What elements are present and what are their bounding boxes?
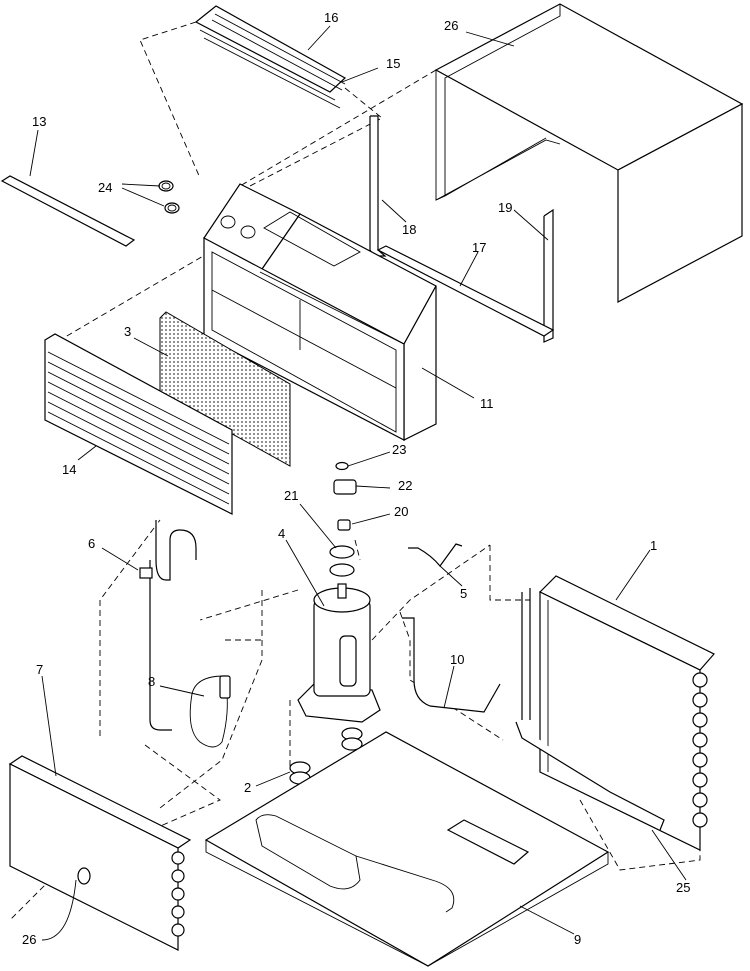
callout-23: 23: [392, 442, 406, 457]
callout-9: 9: [574, 932, 581, 947]
side-bracket-left-part: [369, 115, 387, 257]
callout-16: 16: [324, 10, 338, 25]
callout-6: 6: [88, 536, 95, 551]
discharge-tube-part: [408, 543, 463, 567]
callout-4: 4: [278, 526, 285, 541]
bottom-rail-part: [376, 245, 555, 337]
callout-17: 17: [472, 240, 486, 255]
evap-coil-bends: [171, 851, 185, 937]
callout-14: 14: [62, 462, 76, 477]
base-pan-part: [204, 731, 610, 967]
callout-19: 19: [498, 200, 512, 215]
callout-10: 10: [450, 652, 464, 667]
callout-13: 13: [32, 114, 46, 129]
callout-24: 24: [98, 180, 112, 195]
callout-22: 22: [398, 478, 412, 493]
callout-1: 1: [650, 538, 657, 553]
front-chassis-part: [203, 183, 437, 441]
callout-15: 15: [386, 56, 400, 71]
callout-labels: 16 15 26 13 24 18 19 17 3 11 14 23 22 21…: [22, 10, 690, 947]
callout-5: 5: [460, 586, 467, 601]
callout-11: 11: [480, 396, 494, 411]
top-rail-strips-part: [194, 5, 347, 109]
callout-20: 20: [394, 504, 408, 519]
drain-tube-part: [515, 721, 665, 831]
callout-18: 18: [402, 222, 416, 237]
assembly-guide-lines: [9, 21, 701, 921]
callout-21: 21: [284, 488, 298, 503]
sensor-wire-part: [189, 675, 231, 748]
callout-2: 2: [244, 780, 251, 795]
callout-26-top: 26: [444, 18, 458, 33]
evaporator-coil-part: [8, 755, 192, 951]
callout-7: 7: [36, 662, 43, 677]
callout-26-bottom: 26: [22, 932, 36, 947]
coil-bends: [692, 672, 708, 828]
side-bracket-right-part: [543, 208, 554, 343]
connecting-tube-part: [402, 617, 501, 713]
compressor-fittings-part: [329, 461, 357, 577]
control-knobs-part: [158, 180, 180, 214]
compressor-part: [297, 583, 381, 723]
cabinet-wrapper-part: [434, 3, 744, 303]
suction-tube-part: [139, 520, 197, 731]
callout-leaders: [29, 25, 687, 941]
top-seal-strip-part: [0, 175, 136, 247]
condenser-coil-part: [521, 575, 715, 851]
air-filter-part: [159, 311, 291, 467]
callout-3: 3: [124, 324, 131, 339]
callout-8: 8: [148, 674, 155, 689]
front-grille-part: [44, 333, 233, 515]
callout-25: 25: [676, 880, 690, 895]
